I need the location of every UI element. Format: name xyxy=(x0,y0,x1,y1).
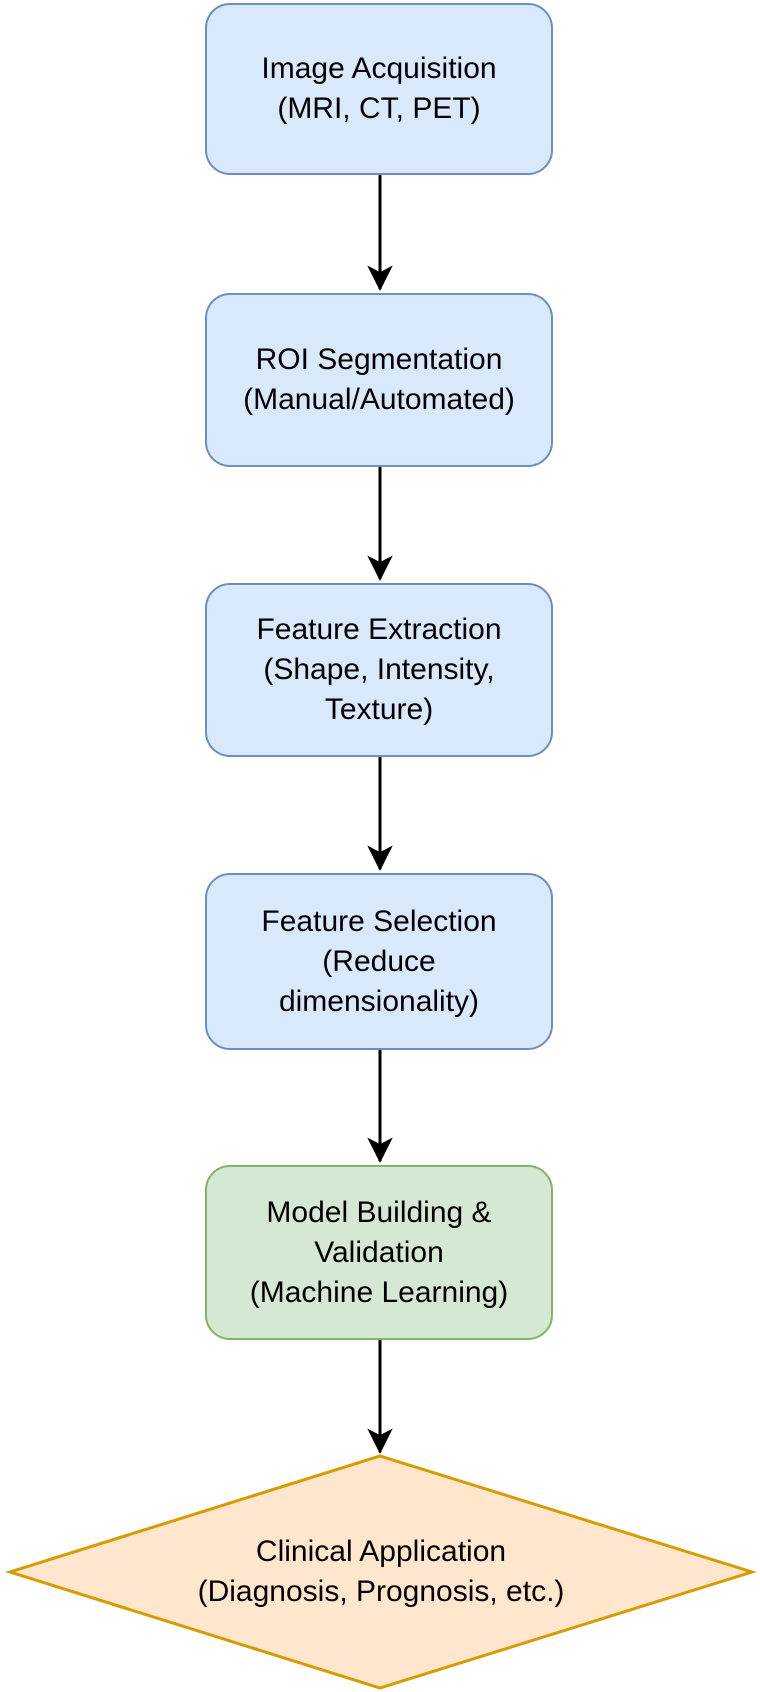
node-label-line: (Reduce xyxy=(322,944,436,978)
node-image-acquisition: Image Acquisition (MRI, CT, PET) xyxy=(205,3,553,175)
node-feature-extraction: Feature Extraction (Shape, Intensity, Te… xyxy=(205,583,553,757)
node-label-line: Clinical Application xyxy=(255,1535,507,1568)
node-clinical-application: Clinical Application (Diagnosis, Prognos… xyxy=(10,1456,752,1688)
node-label-line: (MRI, CT, PET) xyxy=(277,92,481,125)
node-label-line: (Shape, Intensity, xyxy=(263,653,495,686)
node-label-line: Image Acquisition xyxy=(261,52,497,85)
node-label-line: dimensionality) xyxy=(278,984,480,1018)
node-roi-segmentation: ROI Segmentation (Manual/Automated) xyxy=(205,293,553,467)
node-label-line: Texture) xyxy=(324,693,434,726)
node-label-line: (Machine Learning) xyxy=(249,1275,509,1309)
node-feature-selection: Feature Selection (Reduce dimensionality… xyxy=(205,873,553,1050)
node-label-line: Model Building & xyxy=(266,1195,492,1229)
node-model-building-validation: Model Building & Validation (Machine Lea… xyxy=(205,1165,553,1340)
node-label-line: (Diagnosis, Prognosis, etc.) xyxy=(197,1575,565,1608)
node-label-line: Validation xyxy=(314,1235,444,1269)
node-label-line: (Manual/Automated) xyxy=(243,383,515,416)
node-label-line: Feature Selection xyxy=(261,904,497,938)
node-label-line: Feature Extraction xyxy=(256,613,502,646)
node-label-line: ROI Segmentation xyxy=(255,343,503,376)
